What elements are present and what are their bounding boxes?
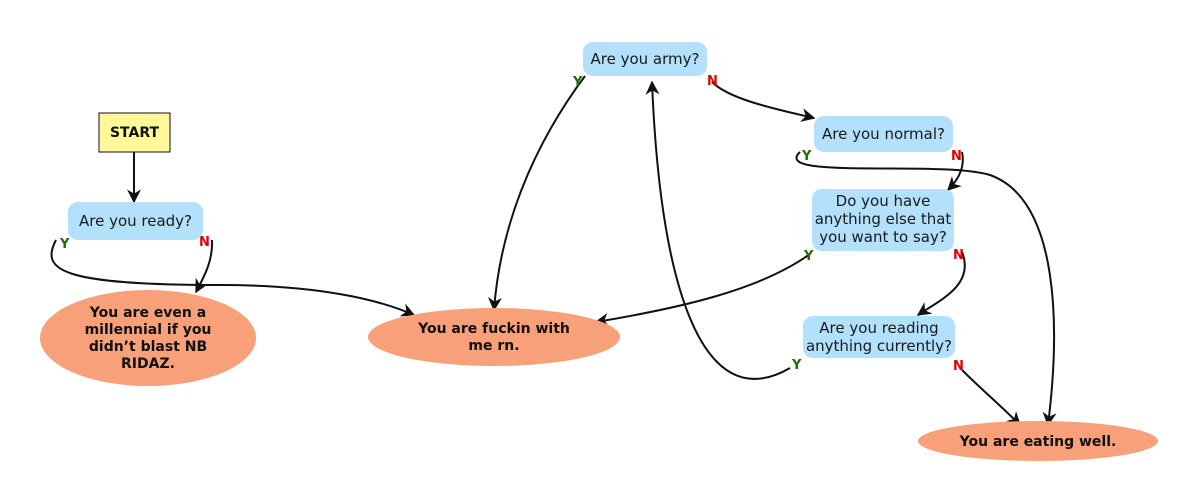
label-else-no: N <box>953 248 964 263</box>
node-fuckin-line-2: me rn. <box>468 338 519 354</box>
label-reading-no: N <box>953 359 964 374</box>
node-millennial-line-2: millennial if you <box>85 322 212 338</box>
node-millennial-line-3: didn’t blast NB <box>89 339 207 355</box>
label-else-yes: Y <box>803 249 814 264</box>
label-ready-yes: Y <box>59 237 70 252</box>
label-army-yes: Y <box>572 75 583 90</box>
node-normal-line-1: Are you normal? <box>822 125 945 143</box>
node-else-line-1: Do you have <box>836 192 931 210</box>
node-else-line-2: anything else that <box>815 210 952 228</box>
label-army-no: N <box>707 74 718 89</box>
node-millennial-line-4: RIDAZ. <box>121 356 175 372</box>
node-end-millennial: You are even a millennial if you didn’t … <box>40 290 256 386</box>
node-question-ready: Are you ready? <box>68 202 203 240</box>
label-ready-no: N <box>199 235 210 250</box>
edge-else-no-to-reading <box>916 251 966 316</box>
node-army-line-1: Are you army? <box>591 50 700 68</box>
label-reading-yes: Y <box>791 358 802 373</box>
edge-reading-no-to-eating <box>961 369 1021 426</box>
node-question-reading: Are you reading anything currently? <box>803 316 955 358</box>
node-question-army: Are you army? <box>583 42 707 76</box>
node-else-line-3: you want to say? <box>819 228 947 246</box>
edge-else-yes-to-fuckin <box>594 253 811 327</box>
node-question-normal: Are you normal? <box>814 116 953 152</box>
edge-normal-yes-to-eating <box>795 151 1057 427</box>
edge-normal-no-to-else <box>947 151 964 191</box>
edge-reading-yes-to-army <box>645 80 791 380</box>
edges <box>50 75 1057 427</box>
node-ready-line-1: Are you ready? <box>79 212 192 230</box>
node-start-line-1: START <box>110 125 160 141</box>
label-normal-yes: Y <box>801 149 812 164</box>
node-start: START <box>98 112 171 153</box>
node-reading-line-2: anything currently? <box>806 337 952 355</box>
label-normal-no: N <box>951 149 962 164</box>
edge-ready-yes-to-fuckin <box>50 239 416 317</box>
node-fuckin-line-1: You are fuckin with <box>417 321 570 337</box>
node-eating-line-1: You are eating well. <box>959 434 1117 450</box>
node-reading-line-1: Are you reading <box>819 319 938 337</box>
edge-labels: Y N Y N Y N Y N Y N <box>59 74 964 374</box>
edge-ready-no-to-millennial <box>195 239 214 294</box>
node-end-eating: You are eating well. <box>918 421 1158 461</box>
node-millennial-line-1: You are even a <box>89 305 206 321</box>
node-question-else-say: Do you have anything else that you want … <box>812 189 954 251</box>
node-end-fuckin: You are fuckin with me rn. <box>368 308 620 366</box>
edge-army-no-to-normal <box>711 81 816 122</box>
edge-army-yes-to-fuckin <box>487 75 586 312</box>
